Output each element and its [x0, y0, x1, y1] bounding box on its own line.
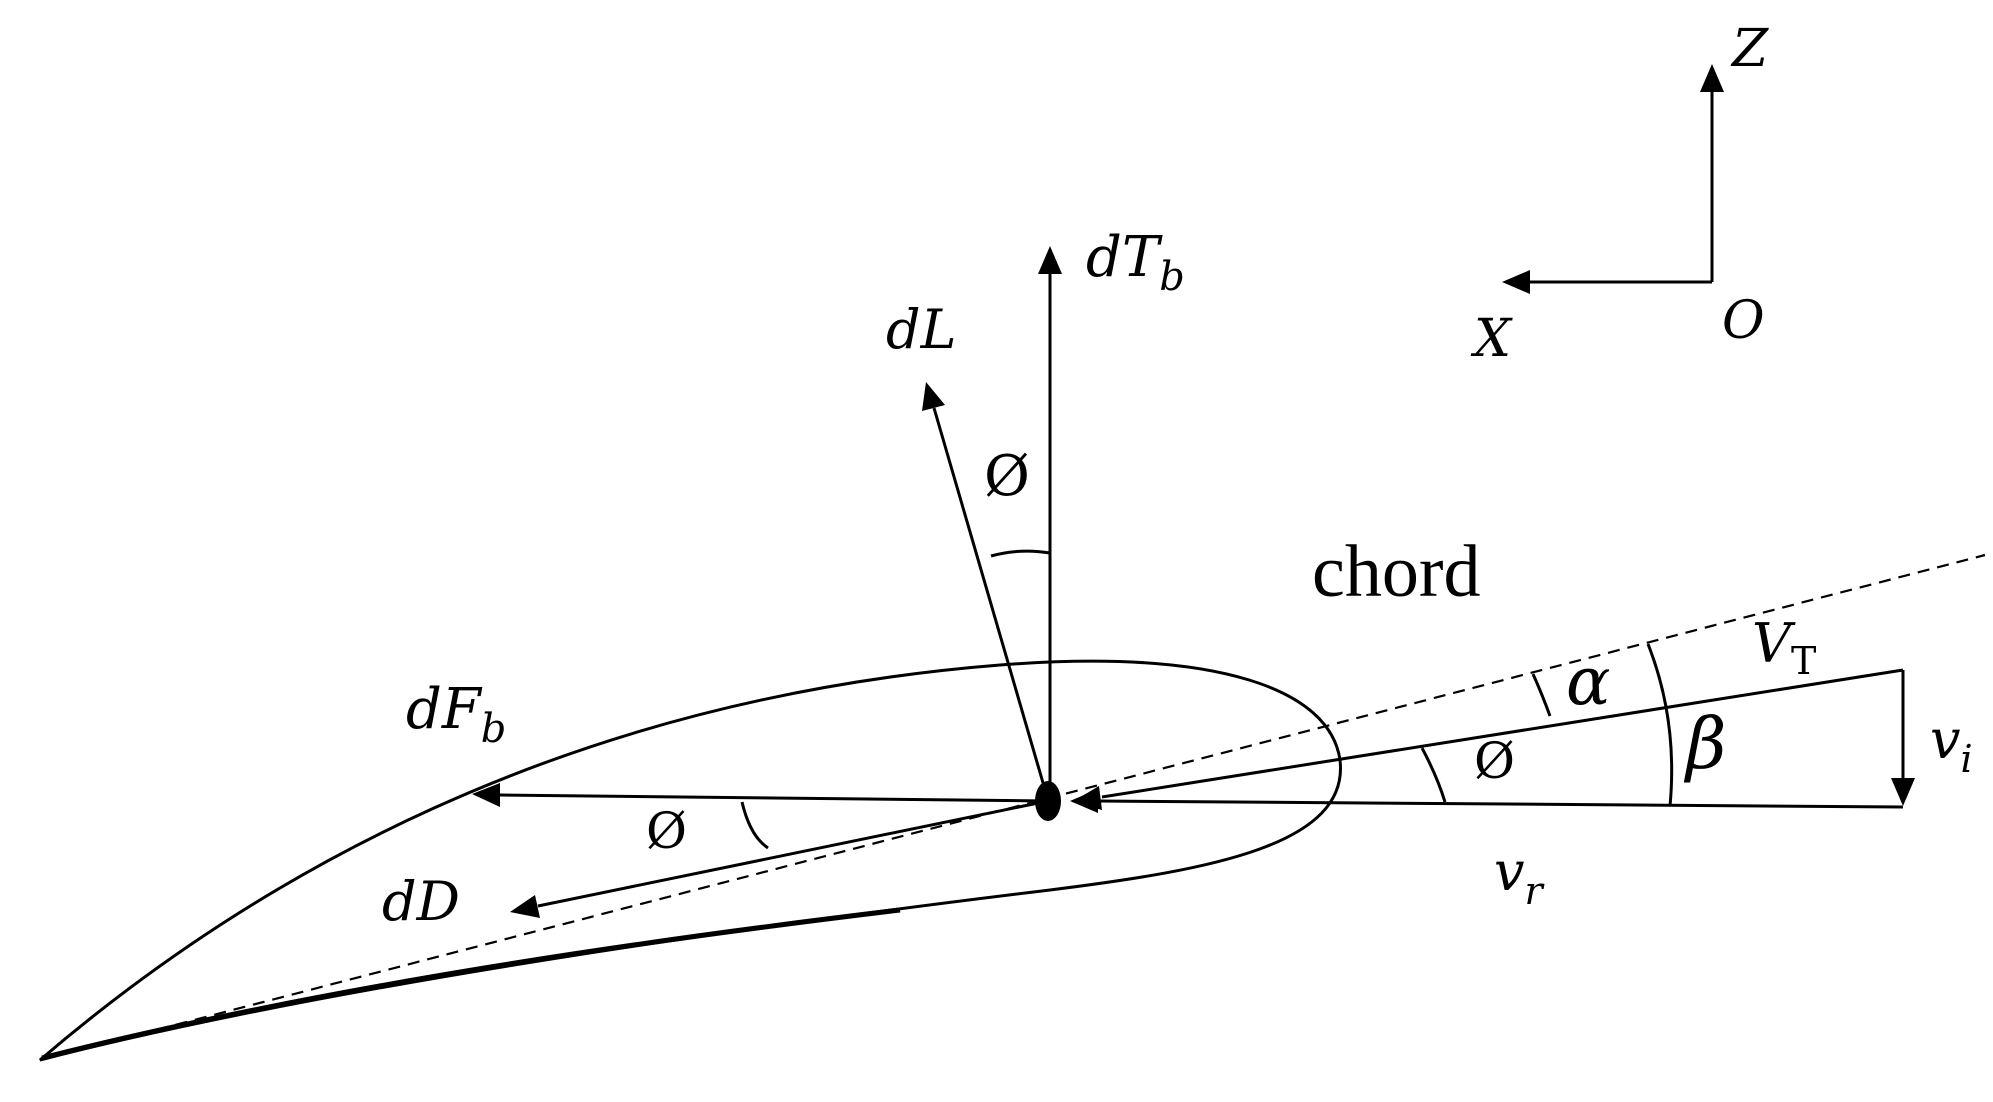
drag-label: dD	[382, 870, 460, 933]
phi-arc-velocity	[1420, 747, 1447, 803]
lift-force: dL Ø	[886, 298, 1051, 801]
blade-force: dFb	[406, 677, 1049, 807]
rotational-velocity-label-subscript: r	[1525, 869, 1546, 913]
induced-velocity-label: vi	[1930, 708, 1973, 781]
phi-arc-drag	[740, 801, 769, 850]
thrust-label-base: dT	[1086, 225, 1163, 290]
alpha-label: α	[1566, 643, 1611, 720]
blade-force-arrowhead	[472, 783, 500, 807]
phi-arc-lift	[990, 549, 1051, 558]
beta-label: β	[1683, 703, 1726, 785]
total-velocity-label-base: V	[1752, 612, 1796, 675]
x-axis-label: X	[1470, 309, 1513, 369]
z-axis-arrowhead	[1700, 64, 1724, 92]
origin-label: O	[1722, 291, 1765, 351]
drag-vector	[537, 799, 1049, 908]
induced-velocity-label-subscript: i	[1961, 737, 1973, 781]
phi-label-lift: Ø	[984, 444, 1030, 509]
phi-label-velocity: Ø	[1474, 732, 1515, 790]
lift-arrowhead	[922, 382, 945, 411]
x-axis-arrowhead	[1502, 270, 1530, 294]
lift-label: dL	[886, 298, 956, 361]
rotational-velocity-label-base: v	[1494, 840, 1525, 903]
chord-label: chord	[1312, 531, 1481, 613]
total-velocity-line	[1101, 668, 1904, 799]
z-axis-label: Z	[1730, 19, 1769, 79]
induced-velocity-arrowhead	[1891, 778, 1915, 806]
thrust-arrowhead	[1038, 246, 1062, 274]
thrust-label-subscript: b	[1159, 254, 1185, 300]
drag-force: dD Ø	[382, 799, 1049, 933]
blade-force-label-subscript: b	[481, 706, 507, 752]
rotational-velocity-arrowhead	[1070, 789, 1098, 813]
blade-force-label: dFb	[406, 677, 506, 752]
rotational-velocity-label: vr	[1494, 840, 1546, 913]
phi-label-drag: Ø	[646, 802, 687, 860]
lift-vector	[932, 407, 1050, 801]
total-velocity-label: VT	[1752, 612, 1816, 683]
total-velocity-label-subscript: T	[1791, 639, 1816, 683]
rotational-velocity-line	[1097, 799, 1904, 809]
drag-arrowhead	[510, 895, 540, 918]
alpha-arc	[1531, 673, 1552, 717]
airfoil-trailing-edge	[41, 907, 901, 1061]
blade-force-label-base: dF	[406, 677, 483, 742]
induced-velocity-label-base: v	[1930, 708, 1961, 771]
thrust-force: dTb	[1038, 225, 1185, 800]
velocity-triangle: α Ø β VT vi vr	[1070, 612, 1973, 913]
coordinate-frame: Z X O	[1470, 19, 1769, 369]
beta-arc	[1646, 643, 1674, 807]
airfoil-outline	[39, 659, 1342, 1062]
blade-force-vector	[499, 793, 1049, 803]
thrust-label: dTb	[1086, 225, 1185, 300]
